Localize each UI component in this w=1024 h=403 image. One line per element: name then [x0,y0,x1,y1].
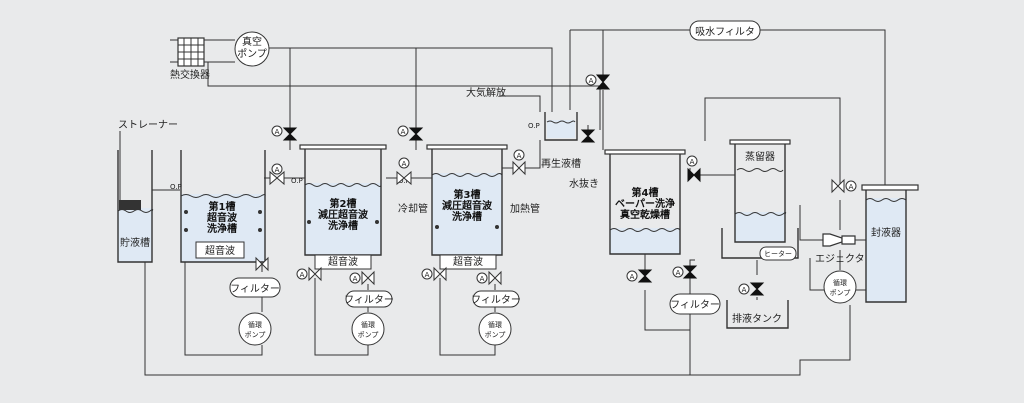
sealing-tank: 封液器 [861,184,919,303]
vacuum-pump-label-1: 真空 [242,35,262,48]
op-label-2: O.P [291,177,303,185]
gauge-label: A [275,128,280,136]
valve-icon [433,266,447,282]
gauge-label: A [517,152,522,160]
ultrasonic-2-label: 超音波 [328,255,358,268]
valve-icon [512,160,526,176]
op-label-4: O.P [528,122,540,130]
drain-tank: 排液タンク [726,300,789,329]
circ-pump-4-label-1: 循環 [833,278,847,287]
circ-pump-2-label-2: ポンプ [358,331,379,339]
valve-icon [255,256,269,272]
tank-1-label-1: 第1槽 [209,200,236,213]
drain-tank-label: 排液タンク [732,312,782,325]
vacuum-pump-label-2: ポンプ [237,48,267,60]
valve-icon [580,129,596,143]
gauge-label: A [480,275,485,283]
ejector: エジェクタ [815,233,865,265]
valves [255,74,845,296]
tank-3-label-1: 第3槽 [454,188,481,201]
tank-3: 第3槽 減圧超音波 洗浄槽 超音波 冷却管 加熱管 O.P [398,144,540,270]
gauge-label: A [690,158,695,166]
tank-1-label-3: 洗浄槽 [207,222,237,235]
cooling-pipe-label: 冷却管 [398,202,428,215]
ultrasonic-1-label: 超音波 [205,244,235,257]
tank-2: 第2槽 減圧超音波 洗浄槽 超音波 O.P [291,144,387,270]
circ-pump-3-label-2: ポンプ [485,331,506,339]
circulation-pumps: 循環 ポンプ 循環 ポンプ 循環 ポンプ 循環 ポンプ [238,270,857,346]
tank-2-label-2: 減圧超音波 [318,208,369,221]
gauge-label: A [676,269,681,277]
valve-icon [396,170,412,186]
gauge-label: A [300,271,305,279]
circ-pump-4-label-2: ポンプ [830,289,851,297]
gauge-label: A [630,273,635,281]
filter-2-label: フィルター [344,294,394,306]
heater-label: ヒーター [764,249,792,258]
valve-icon [308,266,322,282]
tank-2-label-1: 第2槽 [330,197,357,210]
distiller: 蒸留器 ヒーター [721,139,799,261]
valve-icon [749,282,765,296]
op-label-1: O.P [170,183,182,191]
tank-4-label-3: 真空乾燥槽 [620,208,670,221]
water-filter-label: 吸水フィルタ [695,26,755,38]
heating-pipe-label: 加熱管 [510,202,540,215]
atmosphere-release-label: 大気解放 [466,86,506,99]
valve-icon [687,167,701,183]
valve-icon [637,269,653,283]
gauge-label: A [849,183,854,191]
drain-label: 水抜き [569,177,599,190]
gauge-label: A [353,275,358,283]
gauge-label: A [401,128,406,136]
filter-3-label: フィルター [471,294,521,306]
gauge-label: A [275,166,280,174]
gauge-label: A [589,77,594,85]
heat-exchanger: 熱交換器 [170,37,210,81]
valve-icon [282,127,298,141]
filter-1-label: フィルター [230,283,280,295]
filters: フィルター フィルター フィルター フィルター [229,277,721,315]
valve-icon [595,74,611,90]
valve-icon [361,270,375,286]
valve-icon [408,127,424,141]
valve-icon [488,270,502,286]
heat-exchanger-label: 熱交換器 [170,68,210,81]
gauge-label: A [425,271,430,279]
sealing-tank-label: 封液器 [871,226,901,239]
water-filter: 吸水フィルタ [689,20,761,41]
valve-icon [269,170,285,186]
regen-tank-label: 再生液槽 [541,157,581,170]
circ-pump-1-label-1: 循環 [248,320,262,329]
gauge-label: A [402,160,407,168]
storage-tank-label: 貯液槽 [120,236,150,249]
gauges: A A A A A A A A A A A A A A A [271,74,857,295]
op-label-3: O.P [398,177,410,185]
distiller-label: 蒸留器 [745,150,775,163]
tank-4-label-1: 第4槽 [632,186,659,199]
tank-3-label-3: 洗浄槽 [452,210,482,223]
ultrasonic-3-label: 超音波 [453,255,483,268]
circ-pump-2-label-1: 循環 [361,320,375,329]
piping [119,29,886,376]
circ-pump-3-label-1: 循環 [488,320,502,329]
tank-4: 第4槽 ベーパー洗浄 真空乾燥槽 [604,149,686,255]
tank-2-label-3: 洗浄槽 [328,219,358,232]
tank-1-label-2: 超音波 [206,211,238,224]
gauge-label: A [742,286,747,294]
storage-tank: ストレーナー 貯液槽 [117,119,178,263]
filter-4-label: フィルター [670,299,720,311]
valve-icon [831,178,845,194]
vacuum-pump: 真空 ポンプ [234,31,270,67]
circ-pump-1-label-2: ポンプ [245,331,266,339]
strainer-label: ストレーナー [118,119,178,131]
valve-icon [682,265,698,279]
tank-1: 第1槽 超音波 洗浄槽 超音波 O.P [170,150,266,263]
tank-3-label-2: 減圧超音波 [442,199,493,212]
regen-tank: 大気解放 再生液槽 水抜き O.P [466,86,599,190]
tank-4-label-2: ベーパー洗浄 [615,197,675,210]
ejector-label: エジェクタ [815,253,865,265]
